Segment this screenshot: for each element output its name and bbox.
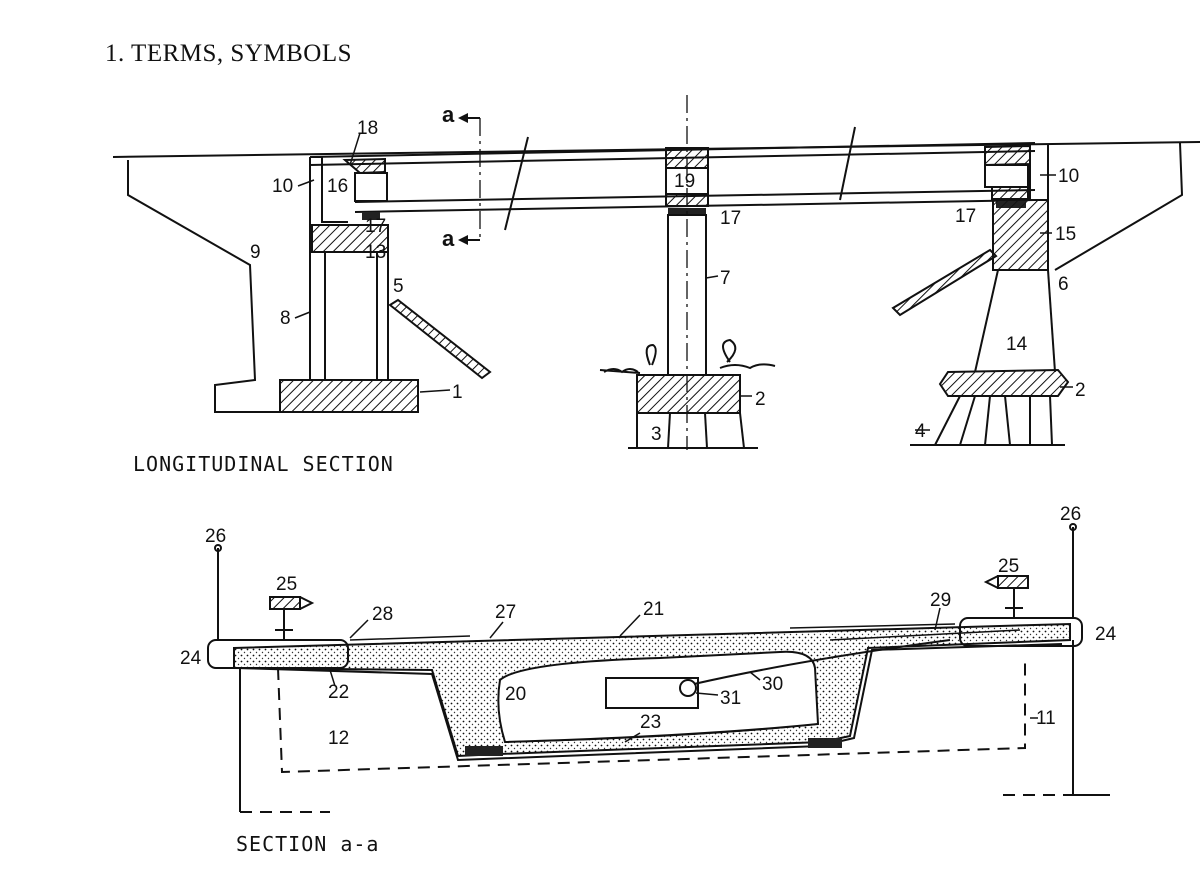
left-lamp [269,596,315,640]
label-15: 15 [1055,224,1076,245]
label-24a: 24 [180,648,202,669]
label-10a: 10 [272,176,293,197]
label-25b: 25 [998,556,1019,577]
label-6: 6 [1058,274,1069,295]
left-embankment [127,160,280,413]
label-23: 23 [640,712,661,733]
label-26a: 26 [205,526,226,547]
cross-bearing-left [465,746,503,756]
label-26b: 26 [1060,504,1081,525]
pier-footing [636,374,741,414]
label-20: 20 [505,684,526,705]
label-17c: 17 [955,206,976,227]
label-17b: 17 [720,208,741,229]
section-cut-mark: a a [442,102,481,251]
bearing-left [362,212,380,220]
left-kerb [207,639,349,669]
right-pile-cap [938,368,1070,397]
label-22: 22 [328,682,349,703]
label-25a: 25 [276,574,297,595]
section-mark-bottom: a [442,226,455,251]
right-abutment [891,144,1070,446]
label-12: 12 [328,728,349,749]
label-27: 27 [495,602,516,623]
label-29: 29 [930,590,951,611]
label-13: 13 [365,242,386,263]
label-30: 30 [762,674,783,695]
label-18: 18 [357,118,378,139]
label-8: 8 [280,308,291,329]
label-11: 11 [1036,708,1056,729]
caption-section-a-a: SECTION a-a [236,832,380,856]
label-31: 31 [720,688,741,709]
leader-lines [294,132,1073,431]
label-14: 14 [1006,334,1028,355]
cross-section: 11 12 20 21 22 23 24 24 25 25 26 26 27 2… [180,504,1117,813]
label-24b: 24 [1095,624,1117,645]
caption-longitudinal-section: LONGITUDINAL SECTION [133,452,394,476]
pier [599,95,776,450]
page-title: 1. TERMS, SYMBOLS [105,40,352,67]
label-7: 7 [720,268,731,289]
service-box [605,677,699,709]
label-9: 9 [250,242,261,263]
dashed-outline [277,660,1026,774]
label-5: 5 [393,276,404,297]
label-28: 28 [372,604,393,625]
label-4: 4 [915,421,926,442]
cross-bearing-right [808,738,842,748]
label-1: 1 [452,382,463,403]
label-19: 19 [674,171,695,192]
label-2a: 2 [755,389,766,410]
left-abutment [279,156,492,413]
left-footing [279,379,419,413]
label-16: 16 [327,176,348,197]
label-2b: 2 [1075,380,1086,401]
section-mark-top: a [442,102,455,127]
label-21: 21 [643,599,664,620]
label-17a: 17 [365,216,386,237]
longitudinal-section: a a 1 2 2 3 4 5 6 7 8 9 10 10 13 14 1 [112,95,1200,450]
label-3: 3 [651,424,662,445]
right-kerb [959,617,1083,647]
right-embankment [1054,142,1184,271]
cross-leader-lines [329,607,1038,743]
label-10b: 10 [1058,166,1079,187]
right-lamp [983,575,1029,618]
